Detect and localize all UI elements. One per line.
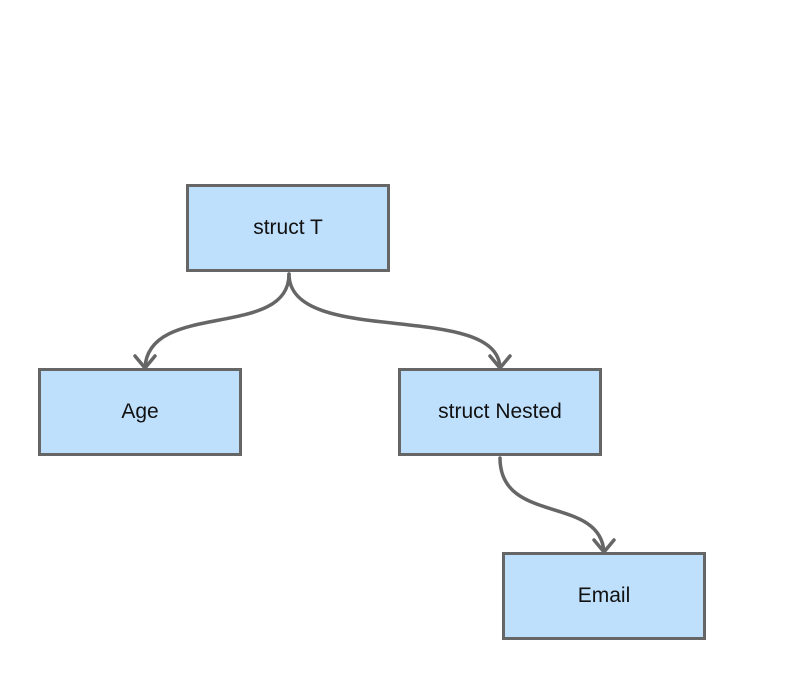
edge-nested-to-email	[498, 456, 606, 554]
node-struct-nested: struct Nested	[398, 368, 602, 456]
node-label: struct Nested	[438, 400, 562, 423]
node-label: struct T	[253, 216, 323, 239]
node-label: Email	[577, 584, 631, 607]
node-age: Age	[38, 368, 242, 456]
node-struct-t: struct T	[186, 184, 390, 272]
edge-root-to-nested	[287, 272, 502, 370]
node-label: Age	[121, 400, 159, 423]
node-email: Email	[502, 552, 706, 640]
edge-root-to-age	[143, 272, 291, 370]
